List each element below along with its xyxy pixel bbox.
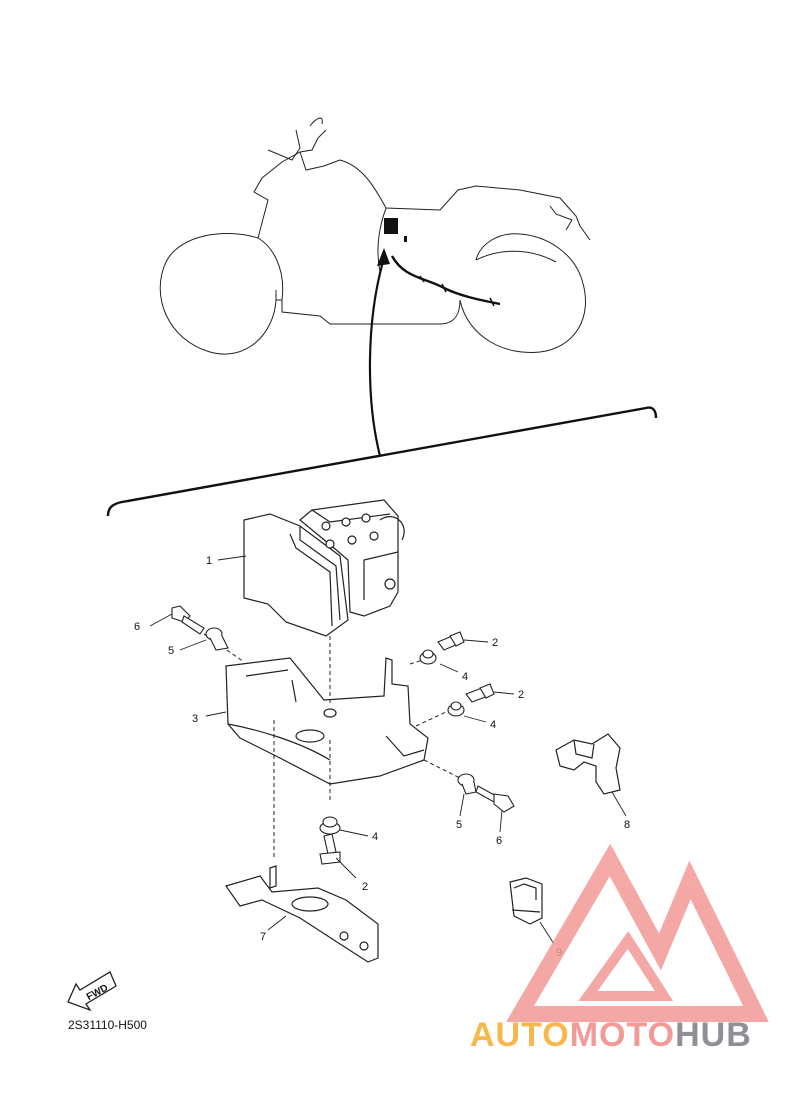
abs-bracket-tray xyxy=(225,657,429,785)
bolt-part-6-left xyxy=(171,605,205,635)
callout-5: 5 xyxy=(456,819,462,831)
watermark-moto: MOTO xyxy=(569,1016,676,1054)
collar-part-5 xyxy=(205,627,477,795)
watermark-text: AUTOMOTOHUB xyxy=(470,1016,752,1055)
detail-bracket-line xyxy=(106,406,658,517)
part-code: 2S31110-H500 xyxy=(68,1018,147,1032)
flange-bolts-part-2 xyxy=(319,631,495,865)
callout-5: 5 xyxy=(168,645,174,657)
bolt-part-6-right xyxy=(475,785,515,813)
callout-2: 2 xyxy=(362,881,368,893)
callout-3: 3 xyxy=(192,713,198,725)
abs-hydraulic-unit xyxy=(243,499,405,637)
callout-4: 4 xyxy=(372,831,378,843)
callout-2: 2 xyxy=(518,689,524,701)
leader-lines xyxy=(149,555,627,945)
detail-pointer-arrow xyxy=(368,248,390,457)
clamp-part-8 xyxy=(555,733,621,795)
callout-6: 6 xyxy=(496,835,502,847)
callout-6: 6 xyxy=(134,621,140,633)
abs-location-marker xyxy=(384,218,501,307)
callout-8: 8 xyxy=(624,819,630,831)
fwd-arrow: FWD xyxy=(67,971,117,1012)
callout-1: 1 xyxy=(206,555,212,567)
nuts-part-4 xyxy=(319,649,465,835)
callout-7: 7 xyxy=(260,931,266,943)
watermark-auto: AUTO xyxy=(470,1016,570,1054)
callout-2: 2 xyxy=(492,637,498,649)
callout-4: 4 xyxy=(490,719,496,731)
lower-bracket-part-7 xyxy=(225,865,379,963)
callout-4: 4 xyxy=(462,671,468,683)
motorcycle-outline xyxy=(159,117,591,355)
connector-part-9 xyxy=(509,877,543,925)
watermark-logo xyxy=(506,843,769,1022)
watermark-hub: HUB xyxy=(675,1016,752,1054)
